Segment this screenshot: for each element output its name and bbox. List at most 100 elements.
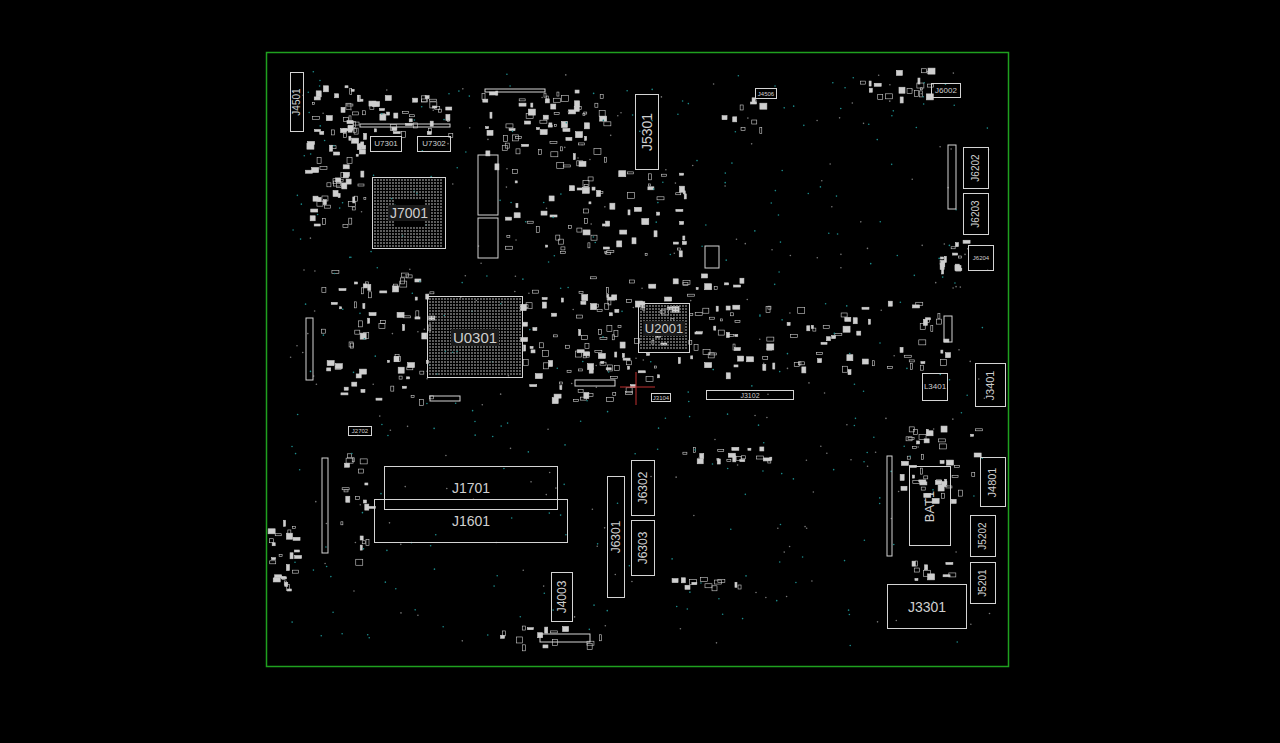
ball <box>395 197 397 199</box>
ball <box>377 233 379 235</box>
ball <box>444 334 446 336</box>
ball <box>380 203 382 205</box>
smd-pad <box>975 429 982 431</box>
smd-pad <box>549 361 553 367</box>
via <box>300 238 302 240</box>
smd-pad <box>914 90 918 96</box>
smd-pad <box>921 69 926 73</box>
ball <box>429 355 431 357</box>
via <box>787 353 789 355</box>
ball <box>435 310 437 312</box>
ball <box>438 352 440 354</box>
via <box>310 371 312 373</box>
smd-pad <box>343 118 348 122</box>
smd-pad <box>286 533 292 539</box>
ball <box>435 346 437 348</box>
smd-pad <box>361 389 365 392</box>
smd-pad <box>360 146 364 148</box>
ball <box>438 307 440 309</box>
ball <box>444 325 446 327</box>
via <box>341 633 343 635</box>
ball <box>440 194 442 196</box>
ball <box>374 230 376 232</box>
via <box>296 345 298 347</box>
ball <box>392 245 394 247</box>
ball <box>392 224 394 226</box>
smd-pad <box>385 96 391 101</box>
smd-pad <box>420 399 424 405</box>
ball <box>450 301 452 303</box>
smd-pad <box>857 331 861 335</box>
ball <box>374 191 376 193</box>
smd-pad <box>363 111 366 115</box>
ball <box>377 242 379 244</box>
ball <box>422 236 424 238</box>
ball <box>407 233 409 235</box>
board-outline <box>267 53 1009 667</box>
ball <box>374 227 376 229</box>
smd-pad <box>926 94 933 100</box>
ball <box>440 200 442 202</box>
ball <box>428 242 430 244</box>
ball <box>441 370 443 372</box>
smd-pad <box>574 400 579 402</box>
via <box>317 214 319 216</box>
ball <box>456 349 458 351</box>
smd-pad <box>576 132 583 138</box>
ball <box>428 227 430 229</box>
via <box>821 180 823 182</box>
via <box>878 74 880 76</box>
via <box>774 85 776 87</box>
via <box>846 305 848 307</box>
smd-pad <box>364 198 366 200</box>
via <box>604 527 606 529</box>
ball <box>447 307 449 309</box>
ball <box>377 218 379 220</box>
via <box>754 230 756 232</box>
smd-pad <box>428 128 431 132</box>
ball <box>444 358 446 360</box>
ball <box>432 361 434 363</box>
via <box>291 446 293 448</box>
smd-pad <box>600 635 602 641</box>
via <box>447 364 449 366</box>
smd-pad <box>757 456 764 459</box>
smd-pad <box>907 456 910 459</box>
smd-pad <box>348 126 352 132</box>
smd-pad <box>357 95 359 101</box>
via <box>417 237 419 239</box>
via <box>712 369 714 371</box>
ball <box>440 245 442 247</box>
smd-pad <box>922 454 924 459</box>
smd-pad <box>678 248 681 250</box>
ball <box>428 236 430 238</box>
ball <box>410 236 412 238</box>
ball <box>377 197 379 199</box>
smd-pad <box>696 287 698 289</box>
via <box>538 150 540 152</box>
ball <box>377 224 379 226</box>
via <box>426 403 428 405</box>
smd-pad <box>607 365 612 371</box>
via <box>961 412 963 414</box>
ball <box>435 343 437 345</box>
ball <box>395 191 397 193</box>
ball <box>447 358 449 360</box>
ball <box>434 236 436 238</box>
ball <box>444 301 446 303</box>
ball <box>410 194 412 196</box>
ball <box>410 242 412 244</box>
via <box>565 74 567 76</box>
smd-pad <box>862 307 869 309</box>
ball <box>435 301 437 303</box>
via <box>297 195 299 197</box>
smd-pad <box>901 486 907 490</box>
ball <box>440 203 442 205</box>
smd-pad <box>605 252 607 254</box>
via <box>294 561 296 563</box>
ball <box>441 361 443 363</box>
smd-pad <box>595 350 602 352</box>
smd-pad <box>672 306 679 312</box>
smd-pad <box>342 488 349 490</box>
smd-pad <box>561 121 567 127</box>
